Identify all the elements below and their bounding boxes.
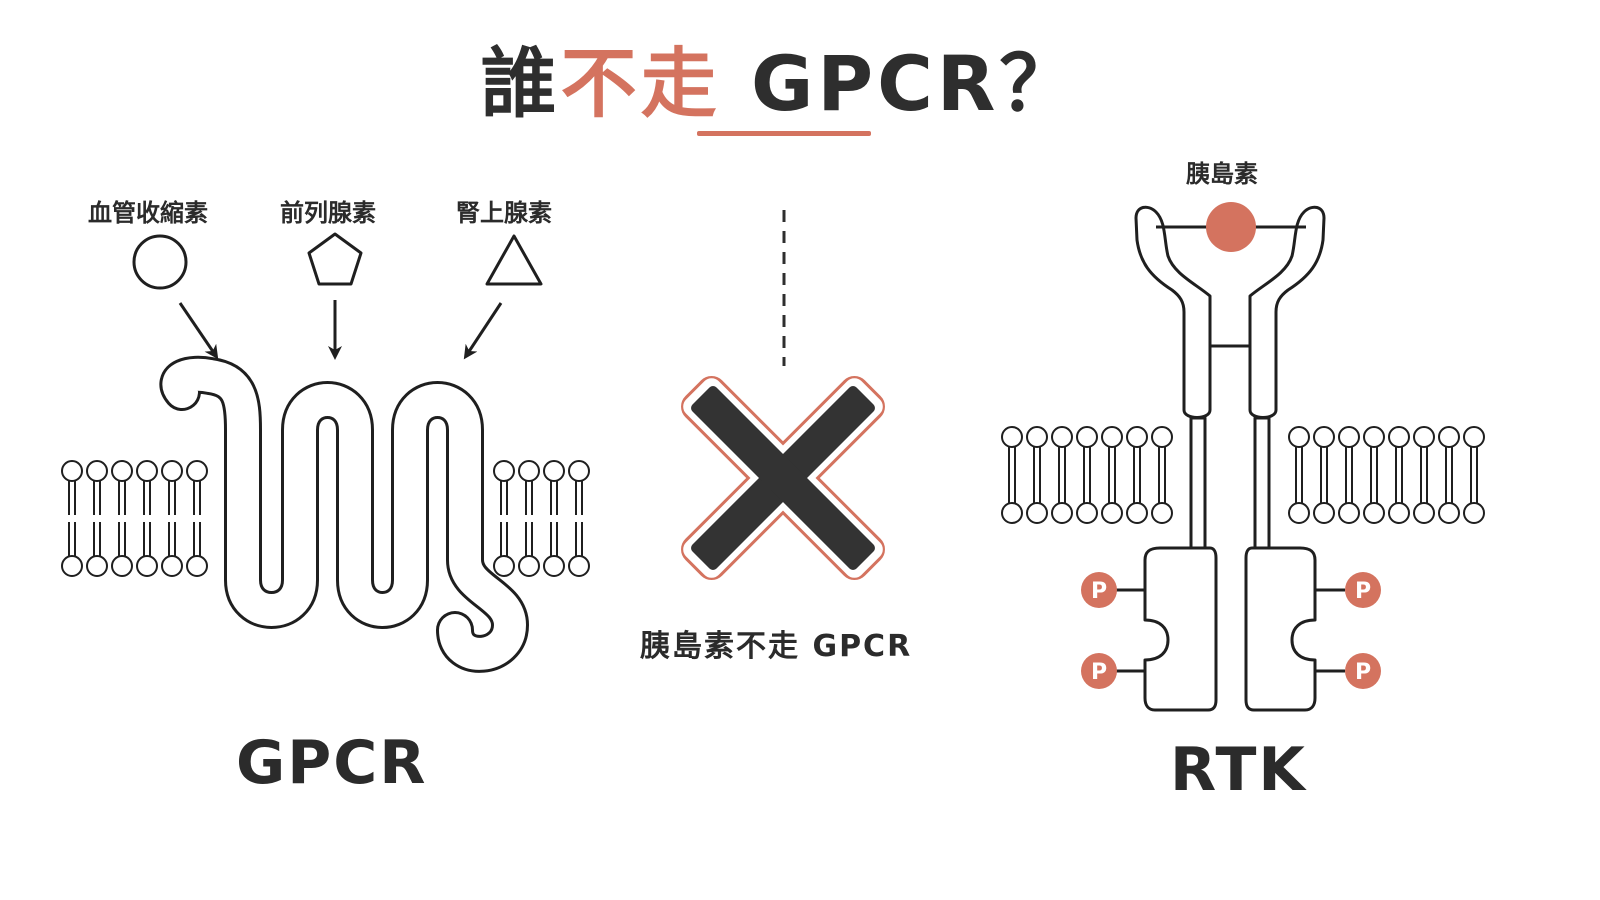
lipid-head-icon: [1001, 426, 1023, 448]
phosphate-icon: P: [1345, 653, 1381, 689]
lipid-head-icon: [1463, 426, 1485, 448]
title-underline: [697, 131, 871, 136]
membrane-right-rtk: [1288, 426, 1485, 524]
lipid-head-icon: [1151, 502, 1173, 524]
gpcr-receptor-icon: [159, 355, 529, 673]
lipid-head-icon: [568, 460, 590, 482]
arrow-epinephrine-icon: [463, 302, 503, 360]
title-prefix: 誰: [480, 39, 561, 128]
lipid-head-icon: [1026, 502, 1048, 524]
lipid-head-icon: [1338, 426, 1360, 448]
lipid-head-icon: [1051, 502, 1073, 524]
cross-icon: [681, 376, 885, 580]
lipid-head-icon: [1438, 426, 1460, 448]
membrane-left-rtk: [1001, 426, 1173, 524]
lipid-head-icon: [161, 460, 183, 482]
lipid-head-icon: [61, 555, 83, 577]
insulin-label: 胰島素: [1186, 160, 1258, 188]
lipid-head-icon: [1001, 502, 1023, 524]
lipid-head-icon: [1363, 502, 1385, 524]
lipid-head-icon: [1101, 502, 1123, 524]
ligand-label-angiotensin: 血管收縮素: [88, 199, 208, 227]
lipid-head-icon: [186, 555, 208, 577]
lipid-head-icon: [1438, 502, 1460, 524]
lipid-head-icon: [1126, 502, 1148, 524]
lipid-head-icon: [518, 460, 540, 482]
membrane-right-gpcr: [493, 460, 590, 577]
lipid-head-icon: [1413, 426, 1435, 448]
arrow-angiotensin-icon: [178, 302, 219, 360]
lipid-head-icon: [1288, 426, 1310, 448]
insulin-ligand-icon: [1206, 202, 1256, 252]
ligand-label-epinephrine: 腎上腺素: [456, 199, 552, 227]
lipid-head-icon: [568, 555, 590, 577]
lipid-head-icon: [1051, 426, 1073, 448]
lipid-head-icon: [161, 555, 183, 577]
lipid-head-icon: [1463, 502, 1485, 524]
triangle-ligand-icon: [485, 234, 543, 286]
lipid-head-icon: [1076, 502, 1098, 524]
lipid-head-icon: [1313, 502, 1335, 524]
lipid-head-icon: [518, 555, 540, 577]
center-caption: 胰島素不走 GPCR: [640, 629, 913, 664]
lipid-head-icon: [1288, 502, 1310, 524]
phosphate-label: P: [1355, 660, 1371, 685]
lipid-head-icon: [1313, 426, 1335, 448]
lipid-head-icon: [493, 555, 515, 577]
lipid-head-icon: [1338, 502, 1360, 524]
lipid-head-icon: [1076, 426, 1098, 448]
lipid-head-icon: [1126, 426, 1148, 448]
rtk-receptor-icon: [1134, 205, 1326, 712]
lipid-head-icon: [1413, 502, 1435, 524]
lipid-head-icon: [86, 555, 108, 577]
lipid-head-icon: [1026, 426, 1048, 448]
circle-ligand-icon: [132, 234, 188, 290]
lipid-head-icon: [493, 460, 515, 482]
lipid-head-icon: [1151, 426, 1173, 448]
pentagon-ligand-icon: [307, 232, 363, 286]
membrane-left-gpcr: [61, 460, 208, 577]
lipid-head-icon: [136, 555, 158, 577]
lipid-head-icon: [1388, 426, 1410, 448]
phosphate-label: P: [1091, 579, 1107, 604]
gpcr-label: GPCR: [236, 728, 428, 798]
phosphate-label: P: [1355, 579, 1371, 604]
lipid-head-icon: [1101, 426, 1123, 448]
phosphate-icon: P: [1081, 572, 1117, 608]
lipid-head-icon: [136, 460, 158, 482]
lipid-head-icon: [111, 460, 133, 482]
phosphate-icon: P: [1081, 653, 1117, 689]
lipid-head-icon: [111, 555, 133, 577]
lipid-head-icon: [186, 460, 208, 482]
title-accent: 不走: [560, 39, 721, 128]
lipid-head-icon: [543, 555, 565, 577]
phosphate-icon: P: [1345, 572, 1381, 608]
lipid-head-icon: [543, 460, 565, 482]
lipid-head-icon: [86, 460, 108, 482]
ligand-label-prostaglandin: 前列腺素: [280, 199, 376, 227]
lipid-head-icon: [61, 460, 83, 482]
lipid-head-icon: [1363, 426, 1385, 448]
phosphate-label: P: [1091, 660, 1107, 685]
page-title: 誰不走 GPCR？: [0, 22, 1560, 132]
lipid-head-icon: [1388, 502, 1410, 524]
rtk-label: RTK: [1170, 735, 1307, 805]
title-suffix: GPCR？: [720, 39, 1080, 128]
